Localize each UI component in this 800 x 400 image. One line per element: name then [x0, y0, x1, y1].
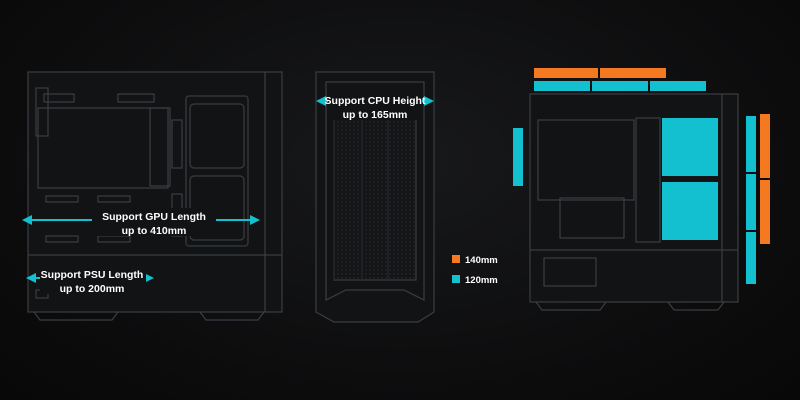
legend-label-140mm: 140mm [465, 255, 498, 266]
side-fan-120mm-3 [746, 232, 756, 284]
left-foot [33, 311, 119, 321]
motherboard-outline [37, 107, 169, 189]
gpu-length-value: up to 410mm [122, 225, 187, 237]
top-fan-mounts [534, 68, 706, 91]
top-fan-120mm-2 [592, 81, 648, 91]
legend-label-120mm: 120mm [465, 275, 498, 286]
front-mesh-grille [333, 97, 417, 281]
side-fan-120mm-2 [746, 174, 756, 230]
side-fan-120mm-1 [746, 116, 756, 172]
top-fan-140mm-2 [600, 68, 666, 78]
psu-length-value: up to 200mm [60, 283, 125, 295]
top-fan-140mm-1 [534, 68, 598, 78]
right-foot [199, 311, 265, 321]
front-fan-120mm-1 [662, 118, 718, 176]
cpu-height-value: up to 165mm [343, 109, 408, 121]
legend-swatch-140mm [452, 255, 460, 263]
front-fan-120mm-2 [662, 182, 718, 240]
cpu-height-label: Support CPU Height [325, 95, 426, 107]
rear-fan-120mm [513, 128, 523, 186]
side-fan-140mm-2 [760, 180, 770, 244]
rear-io-panel [35, 87, 49, 137]
gpu-length-label: Support GPU Length [102, 211, 206, 223]
front-side-fan-mounts [746, 114, 770, 284]
side-fan-140mm-1 [760, 114, 770, 178]
fan-size-legend: 140mm 120mm [452, 255, 498, 286]
legend-swatch-120mm [452, 275, 460, 283]
psu-length-label: Support PSU Length [41, 269, 144, 281]
front-panel-view [315, 71, 435, 323]
top-fan-120mm-1 [534, 81, 590, 91]
front-fan-bracket [185, 95, 249, 247]
top-fan-120mm-3 [650, 81, 706, 91]
